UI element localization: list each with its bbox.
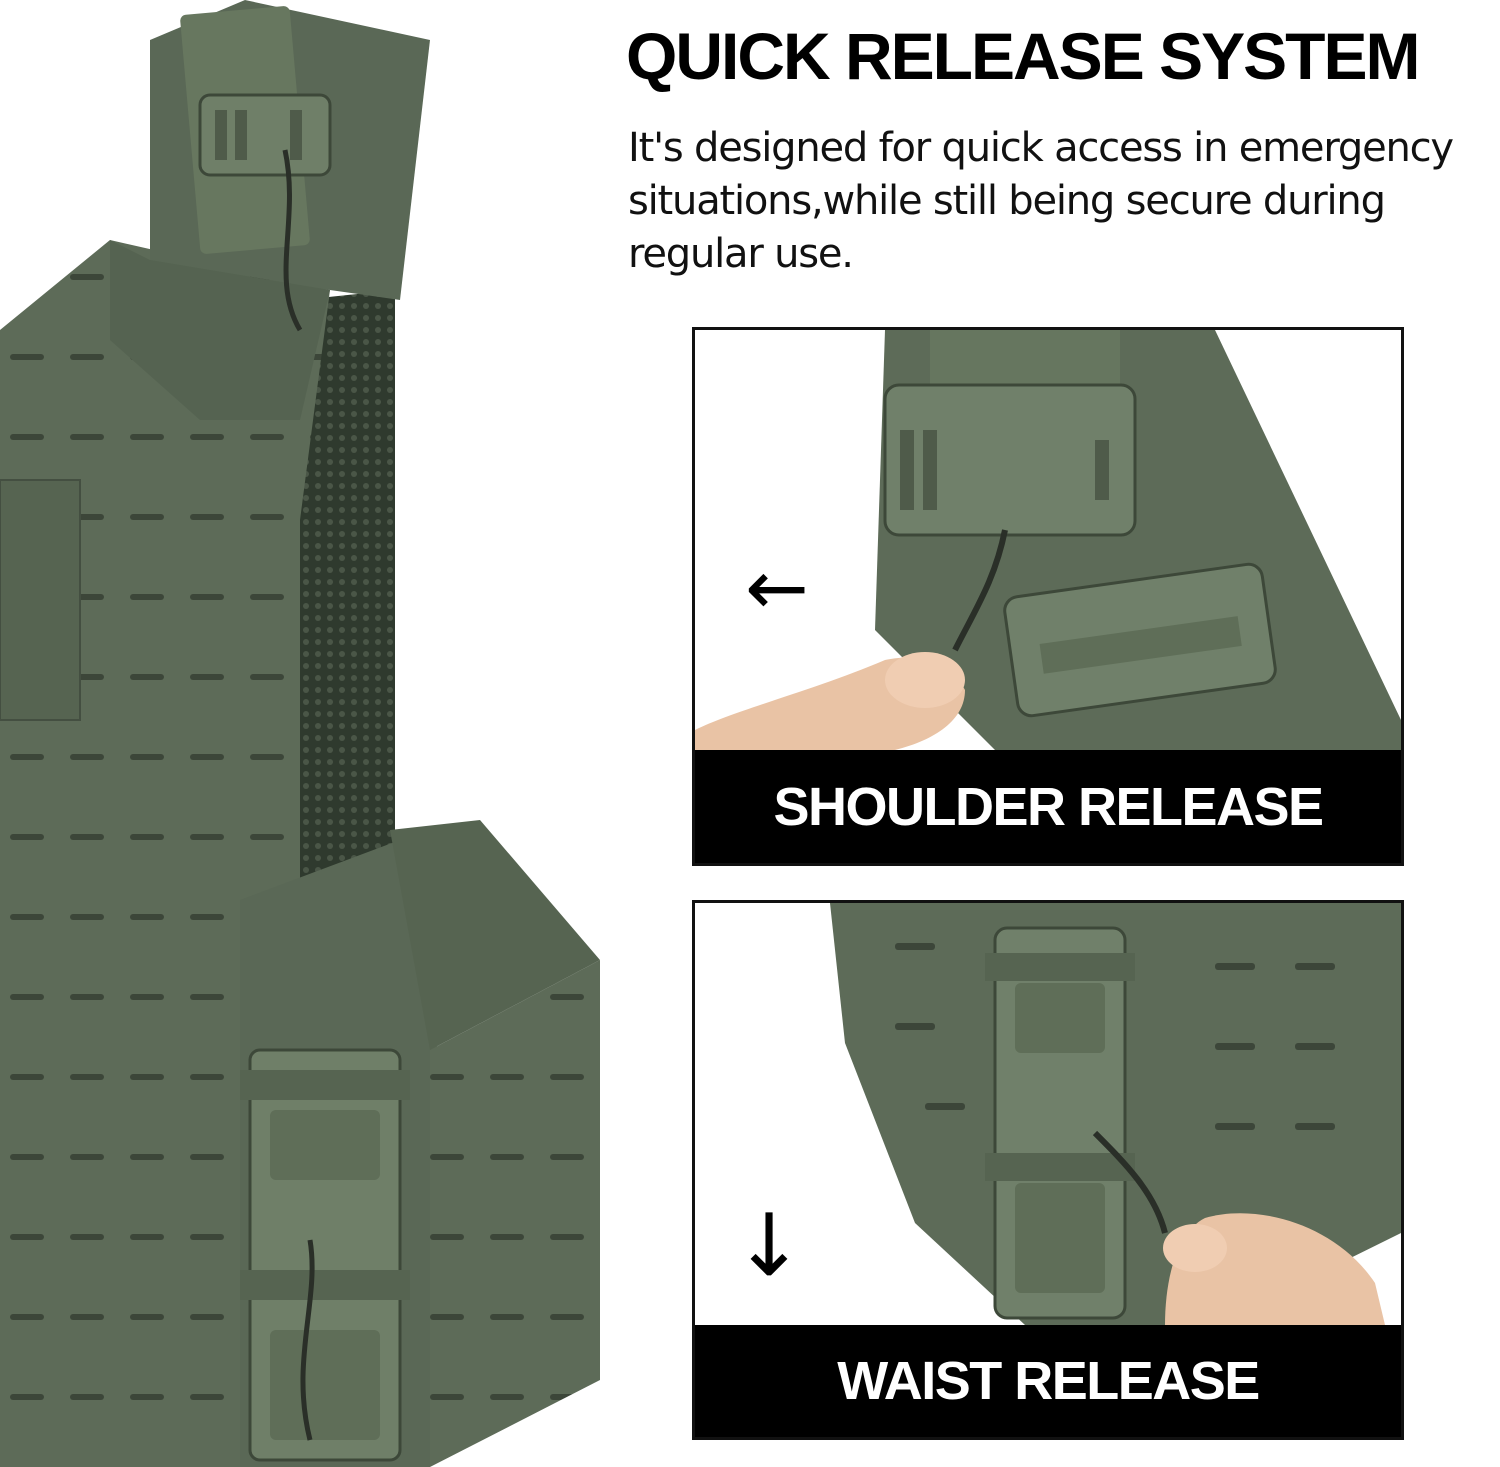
shoulder-release-panel: ← SHOULDER RELEASE [692,327,1404,866]
vest-side-image [0,0,600,1467]
waist-buckle-icon [240,1048,410,1462]
waist-release-photo [695,903,1401,1325]
arrow-left-icon: ← [745,543,809,632]
shoulder-release-photo [695,330,1401,750]
waist-release-caption: WAIST RELEASE [695,1325,1401,1437]
arrow-down-icon: ↓ [733,1196,806,1296]
waist-release-panel: ↓ WAIST RELEASE [692,900,1404,1440]
shoulder-release-caption: SHOULDER RELEASE [695,750,1401,863]
feature-description: It's designed for quick access in emerge… [628,125,1454,277]
shoulder-buckle-icon [198,93,332,332]
page-title: QUICK RELEASE SYSTEM [626,19,1420,93]
